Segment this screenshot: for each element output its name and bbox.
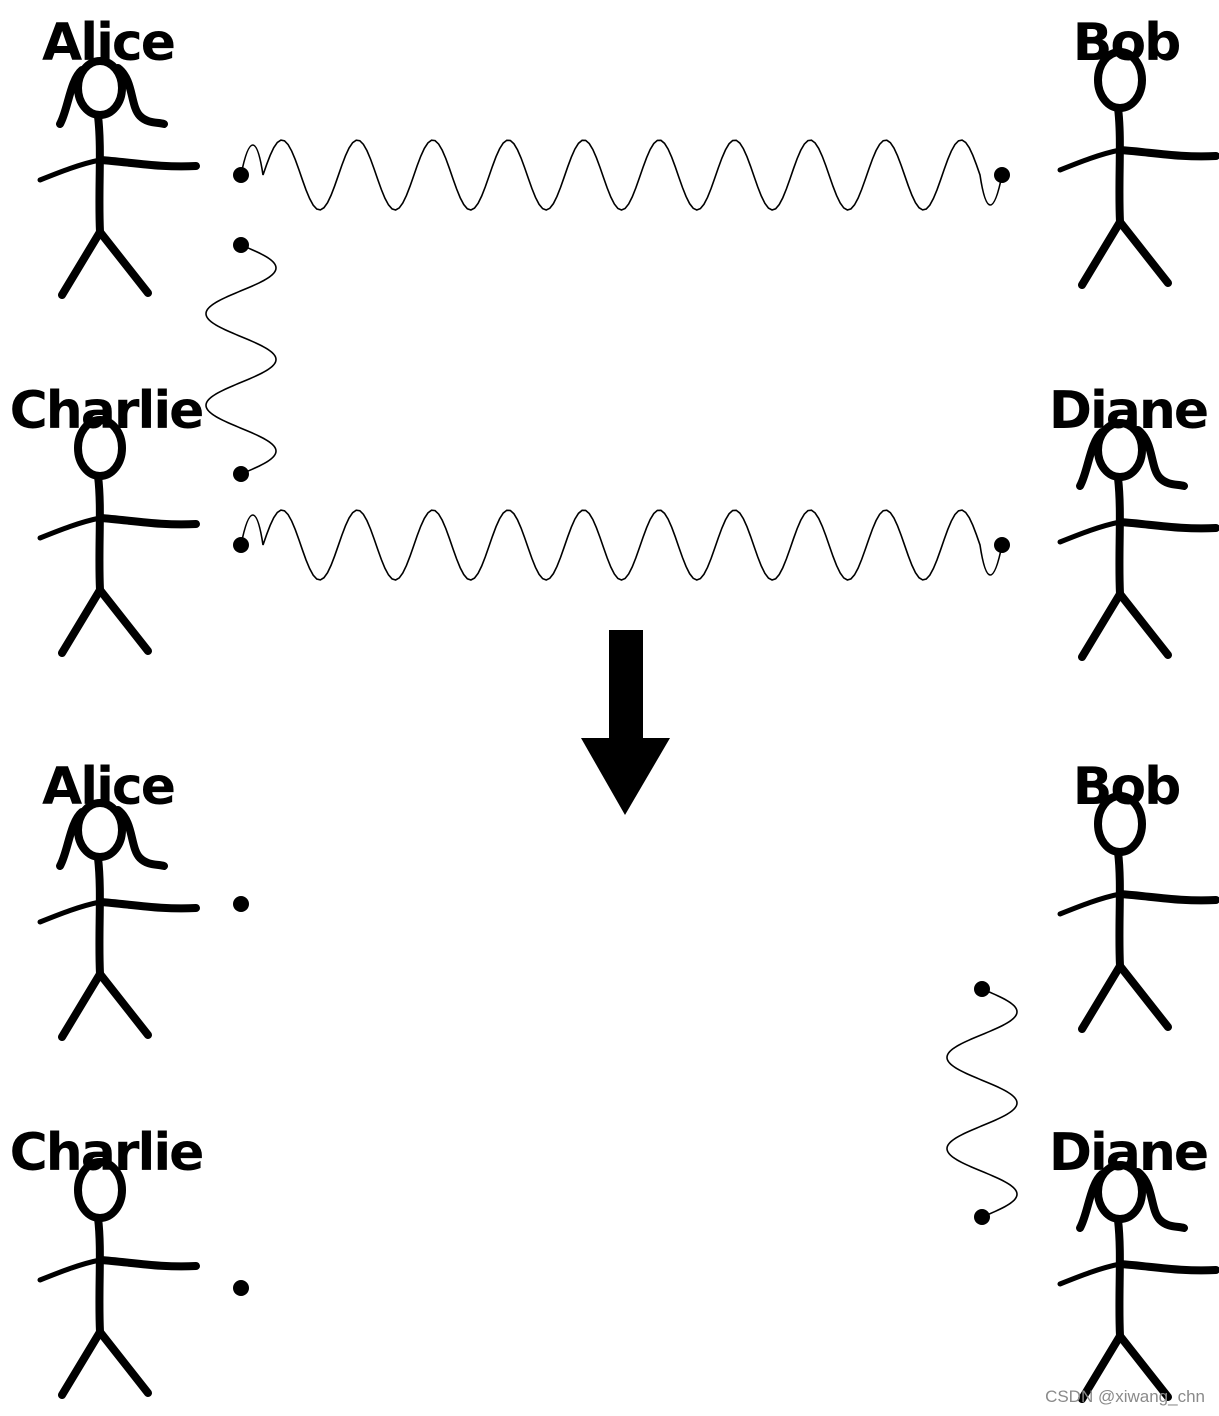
label-diane-bottom: Diane <box>1049 1123 1207 1183</box>
particle-bob-top <box>994 167 1010 183</box>
stick-figure-diane-top <box>1060 423 1216 657</box>
particle-charlie-bottom <box>233 1280 249 1296</box>
wavy-link-bob-diane <box>946 988 1018 1218</box>
label-diane-top: Diane <box>1049 381 1207 441</box>
wavy-link-alice-bob <box>240 139 1003 211</box>
particle-alice-top <box>233 167 249 183</box>
entanglement-link-charlie-diane <box>233 509 1010 581</box>
particle-charlie-top <box>233 537 249 553</box>
stick-figure-diane-bottom <box>1060 1165 1216 1399</box>
stick-figure-alice-top <box>40 61 196 295</box>
stick-figure-alice-bottom <box>40 803 196 1037</box>
entanglement-link-alice-bob <box>233 139 1010 211</box>
stick-figure-bob-bottom <box>1060 796 1216 1029</box>
watermark-text: CSDN @xiwang_chn <box>1045 1387 1205 1406</box>
wavy-link-alice-charlie <box>205 244 277 475</box>
entanglement-link-alice-charlie <box>205 237 277 482</box>
stick-figure-charlie-top <box>40 420 196 653</box>
particle-diane-vertical <box>974 1209 990 1225</box>
label-charlie-top: Charlie <box>10 381 203 441</box>
particle-alice-vertical <box>233 237 249 253</box>
particle-charlie-vertical <box>233 466 249 482</box>
entanglement-link-bob-diane <box>946 981 1018 1225</box>
label-bob-bottom: Bob <box>1073 757 1180 817</box>
label-bob-top: Bob <box>1073 13 1180 73</box>
down-arrow-icon <box>581 630 670 815</box>
label-charlie-bottom: Charlie <box>10 1123 203 1183</box>
particle-bob-vertical <box>974 981 990 997</box>
stick-figure-charlie-bottom <box>40 1162 196 1395</box>
stick-figure-bob-top <box>1060 52 1216 285</box>
wavy-link-charlie-diane <box>240 509 1003 581</box>
particle-diane-top <box>994 537 1010 553</box>
particle-alice-bottom <box>233 896 249 912</box>
